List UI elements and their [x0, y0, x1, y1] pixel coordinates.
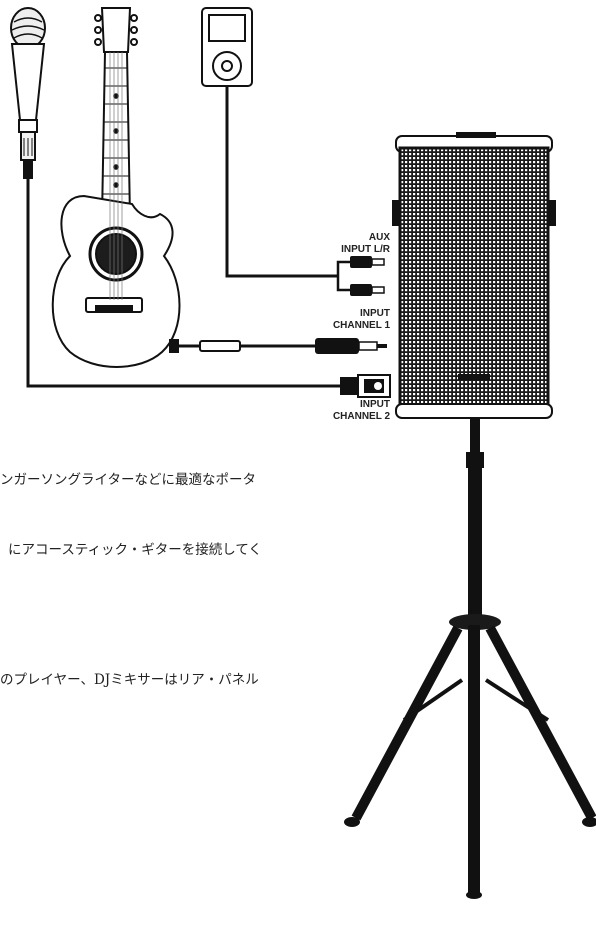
- guitar-cable: [178, 340, 315, 352]
- speaker-icon: [392, 132, 556, 419]
- svg-text:AUX: AUX: [369, 232, 390, 243]
- svg-text:CHANNEL 2: CHANNEL 2: [333, 411, 390, 422]
- acoustic-guitar-icon: [51, 7, 181, 368]
- aux-cable: [225, 86, 338, 278]
- body-text-line-3: のプレイヤー、DJミキサーはリア・パネル: [0, 672, 259, 688]
- input-channel-1-label: INPUT CHANNEL 1: [333, 308, 390, 331]
- media-player-icon: [201, 7, 253, 87]
- svg-text:CHANNEL 1: CHANNEL 1: [333, 320, 390, 331]
- microphone-icon: [10, 7, 46, 179]
- body-text-line-2: にアコースティック・ギターを接続してく: [8, 542, 262, 558]
- xlr-plug-icon: [340, 374, 391, 398]
- quarter-inch-plug-icon: [315, 338, 387, 354]
- microphone-cable: [26, 178, 342, 388]
- input-channel-2-label: INPUT CHANNEL 2: [333, 399, 390, 422]
- rca-plug-icon: [336, 256, 385, 296]
- body-text-line-1: ンガーソングライターなどに最適なポータ: [0, 472, 256, 488]
- aux-input-label: AUX INPUT L/R: [341, 232, 391, 255]
- svg-text:INPUT: INPUT: [360, 399, 390, 410]
- svg-text:INPUT L/R: INPUT L/R: [341, 244, 391, 255]
- svg-text:INPUT: INPUT: [360, 308, 390, 319]
- tripod-stand-icon: [344, 418, 596, 899]
